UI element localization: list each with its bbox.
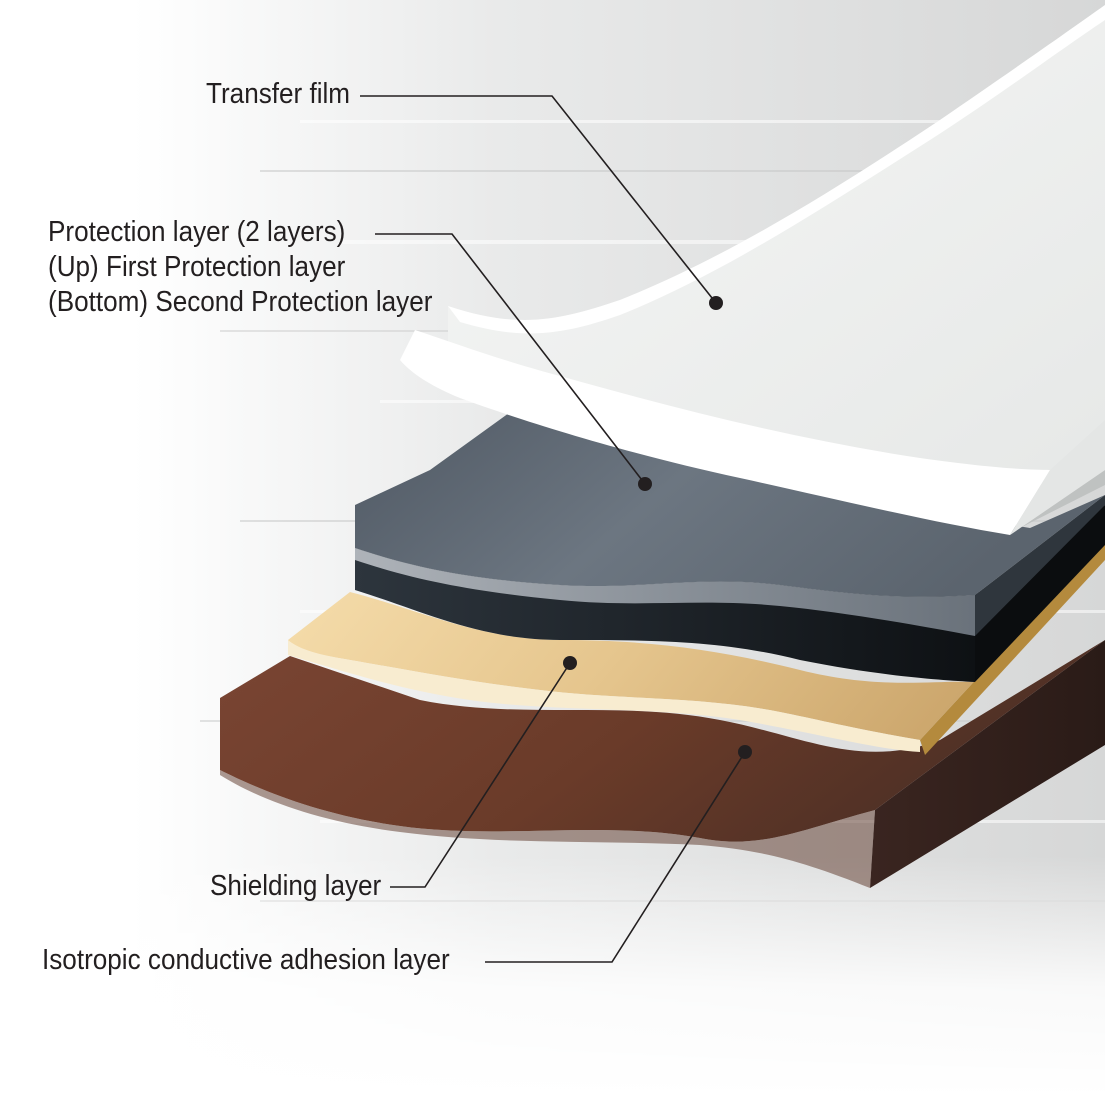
protection-dot: [638, 477, 652, 491]
adhesion-dot: [738, 745, 752, 759]
shielding-text: Shielding layer: [209, 870, 381, 902]
shielding-leader: [390, 662, 571, 888]
protection-leader: [375, 233, 646, 485]
transfer-film-dot: [709, 296, 723, 310]
adhesion-leader: [485, 751, 746, 963]
adhesion-layer-label: Isotropic conductive adhesion layer: [42, 943, 450, 978]
shielding-dot: [563, 656, 577, 670]
adhesion-text: Isotropic conductive adhesion layer: [42, 944, 450, 976]
adhesion-layer-shape: [220, 640, 1105, 888]
shielding-layer-shape: [288, 540, 1105, 755]
transfer-film-leader: [360, 95, 717, 304]
leader-dots: [563, 296, 752, 759]
shielding-layer-label: Shielding layer: [210, 869, 381, 904]
protection-line-3: (Bottom) Second Protection layer: [48, 286, 433, 318]
protection-layer-label: Protection layer (2 layers) (Up) First P…: [48, 215, 432, 320]
transfer-film-text: Transfer film: [205, 78, 350, 110]
first-protection-layer-shape: [355, 405, 1105, 636]
transfer-film-label: Transfer film: [206, 77, 350, 112]
leader-lines: [360, 95, 746, 963]
protection-line-2: (Up) First Protection layer: [48, 251, 346, 283]
protection-line-1: Protection layer (2 layers): [48, 216, 346, 248]
transfer-film-shape: [400, 5, 1105, 535]
